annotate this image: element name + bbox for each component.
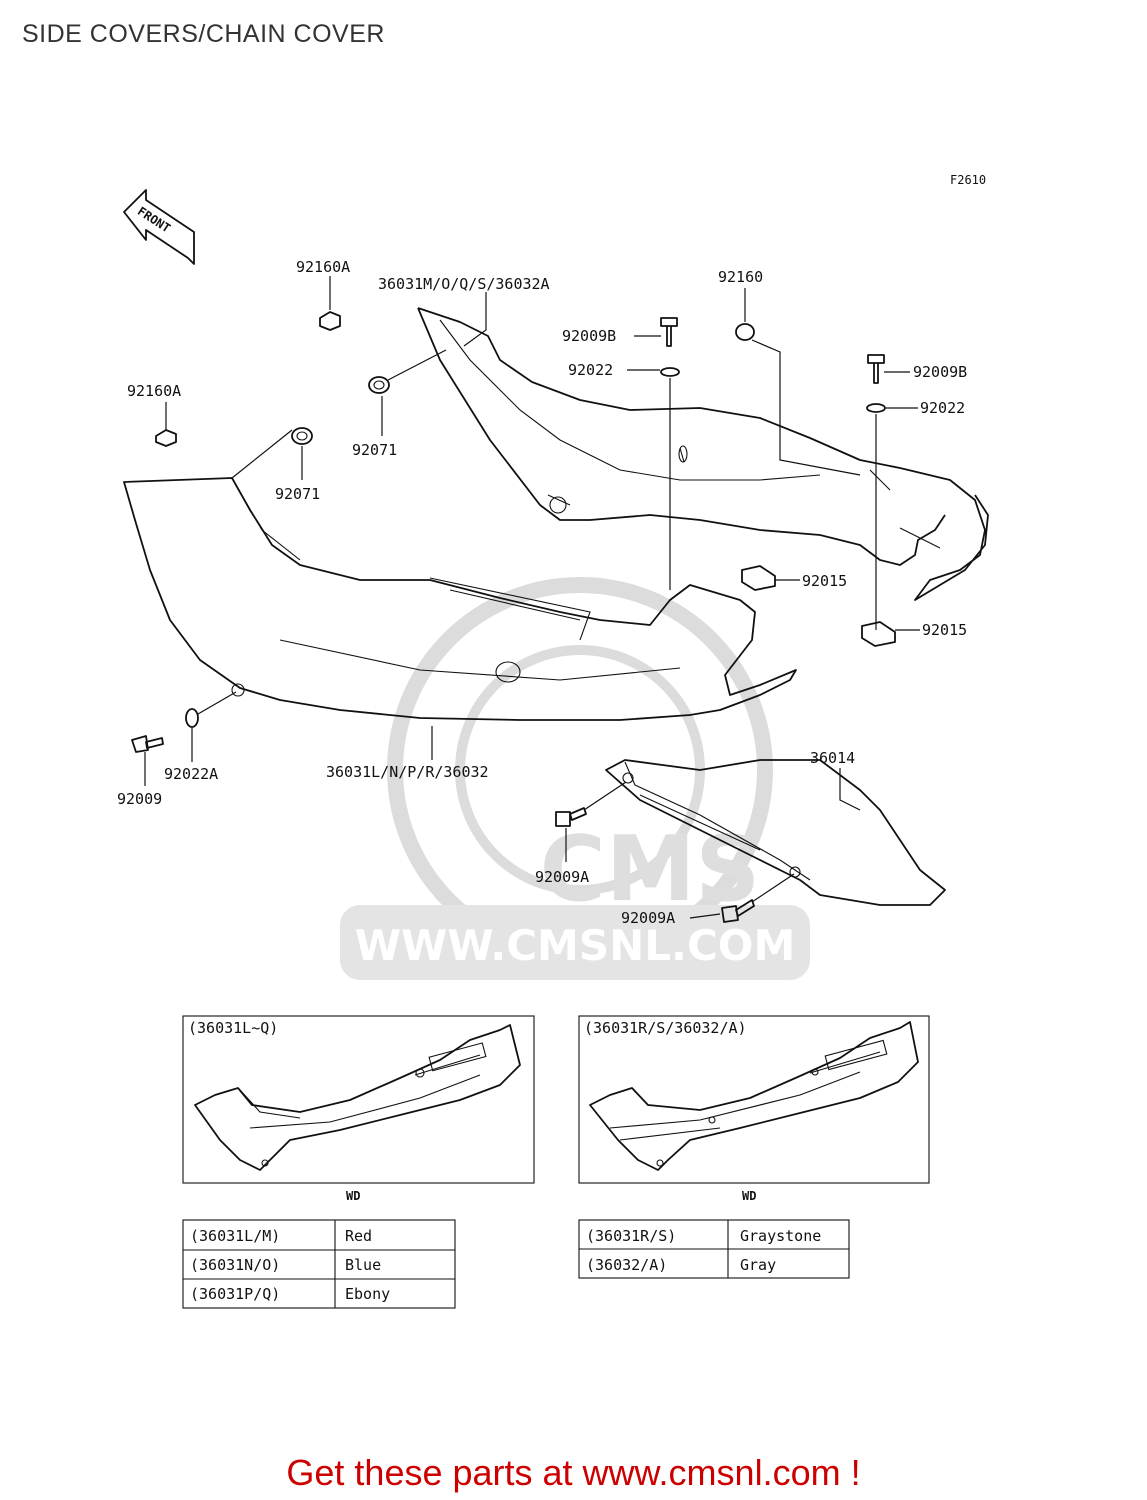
table-left-color-1: Blue <box>345 1256 381 1274</box>
clip-nut-92015-b-icon <box>861 621 896 647</box>
callout-92022-a: 92022 <box>568 361 613 379</box>
inset-left-caption: WD <box>346 1189 360 1203</box>
chain-cover-part <box>605 759 946 906</box>
callout-92160: 92160 <box>718 268 763 286</box>
clip-nut-92015-a-icon <box>741 565 776 591</box>
color-table-right: (36031R/S) Graystone (36032/A) Gray <box>578 1219 850 1279</box>
callout-labels: 92160A 36031M/O/Q/S/36032A 92160 92009B … <box>117 258 967 927</box>
callout-92009: 92009 <box>117 790 162 808</box>
watermark-logo-text: CMS <box>540 817 760 922</box>
table-left-code-1: (36031N/O) <box>190 1256 280 1274</box>
bolt-92009B-a-icon <box>660 317 678 347</box>
lower-side-cover-part <box>123 477 797 721</box>
bolt-92009B-b-icon <box>867 354 885 384</box>
table-right-code-1: (36032/A) <box>586 1256 667 1274</box>
callout-92009A-a: 92009A <box>535 868 589 886</box>
callout-92015-b: 92015 <box>922 621 967 639</box>
callout-92071-b: 92071 <box>275 485 320 503</box>
callout-92022A: 92022A <box>164 765 218 783</box>
table-right-color-0: Graystone <box>740 1227 821 1245</box>
color-table-left: (36031L/M) Red (36031N/O) Blue (36031P/Q… <box>182 1219 456 1309</box>
callout-36031-lower: 36031L/N/P/R/36032 <box>326 763 489 781</box>
figure-code: F2610 <box>950 173 986 187</box>
inset-right: (36031R/S/36032/A) WD <box>578 1015 930 1203</box>
callout-92015-a: 92015 <box>802 572 847 590</box>
front-label: FRONT <box>135 204 173 235</box>
page-title: SIDE COVERS/CHAIN COVER <box>22 20 385 48</box>
callout-36031-upper: 36031M/O/Q/S/36032A <box>378 275 550 293</box>
inset-right-caption: WD <box>742 1189 756 1203</box>
footer-link-text[interactable]: Get these parts at www.cmsnl.com ! <box>286 1452 861 1493</box>
watermark-url-text: WWW.CMSNL.COM <box>355 921 796 970</box>
inset-right-title: (36031R/S/36032/A) <box>584 1019 747 1037</box>
callout-92009B-a: 92009B <box>562 327 616 345</box>
upper-side-cover-part <box>417 307 989 601</box>
grommet-92071-a-icon <box>368 376 390 394</box>
table-right-code-0: (36031R/S) <box>586 1227 676 1245</box>
callout-92160A-top: 92160A <box>296 258 350 276</box>
bolt-92009-icon <box>131 735 164 753</box>
washer-92022-b-icon <box>866 403 886 413</box>
bolt-92009A-a-icon <box>555 807 587 827</box>
table-left-code-0: (36031L/M) <box>190 1227 280 1245</box>
grommet-92160A-left-icon <box>155 429 177 447</box>
washer-92022A-icon <box>185 708 199 728</box>
callout-92160A-left: 92160A <box>127 382 181 400</box>
callout-92022-b: 92022 <box>920 399 965 417</box>
front-arrow-icon: FRONT <box>123 189 195 265</box>
bolt-92009A-b-icon <box>721 899 755 923</box>
callout-92009A-b: 92009A <box>621 909 675 927</box>
leader-lines <box>144 276 920 919</box>
table-left-color-0: Red <box>345 1227 372 1245</box>
grommet-92071-b-icon <box>291 427 313 445</box>
grommet-92160-icon <box>735 323 755 341</box>
table-right-color-1: Gray <box>740 1256 776 1274</box>
inset-left-title: (36031L~Q) <box>188 1019 278 1037</box>
grommet-92160A-top-icon <box>319 311 341 331</box>
callout-92071-a: 92071 <box>352 441 397 459</box>
cms-watermark-logo: CMS WWW.CMSNL.COM <box>340 577 810 980</box>
callout-92009B-b: 92009B <box>913 363 967 381</box>
washer-92022-a-icon <box>660 367 680 377</box>
table-left-color-2: Ebony <box>345 1285 390 1303</box>
inset-left: (36031L~Q) WD <box>182 1015 535 1203</box>
table-left-code-2: (36031P/Q) <box>190 1285 280 1303</box>
callout-36014: 36014 <box>810 749 855 767</box>
